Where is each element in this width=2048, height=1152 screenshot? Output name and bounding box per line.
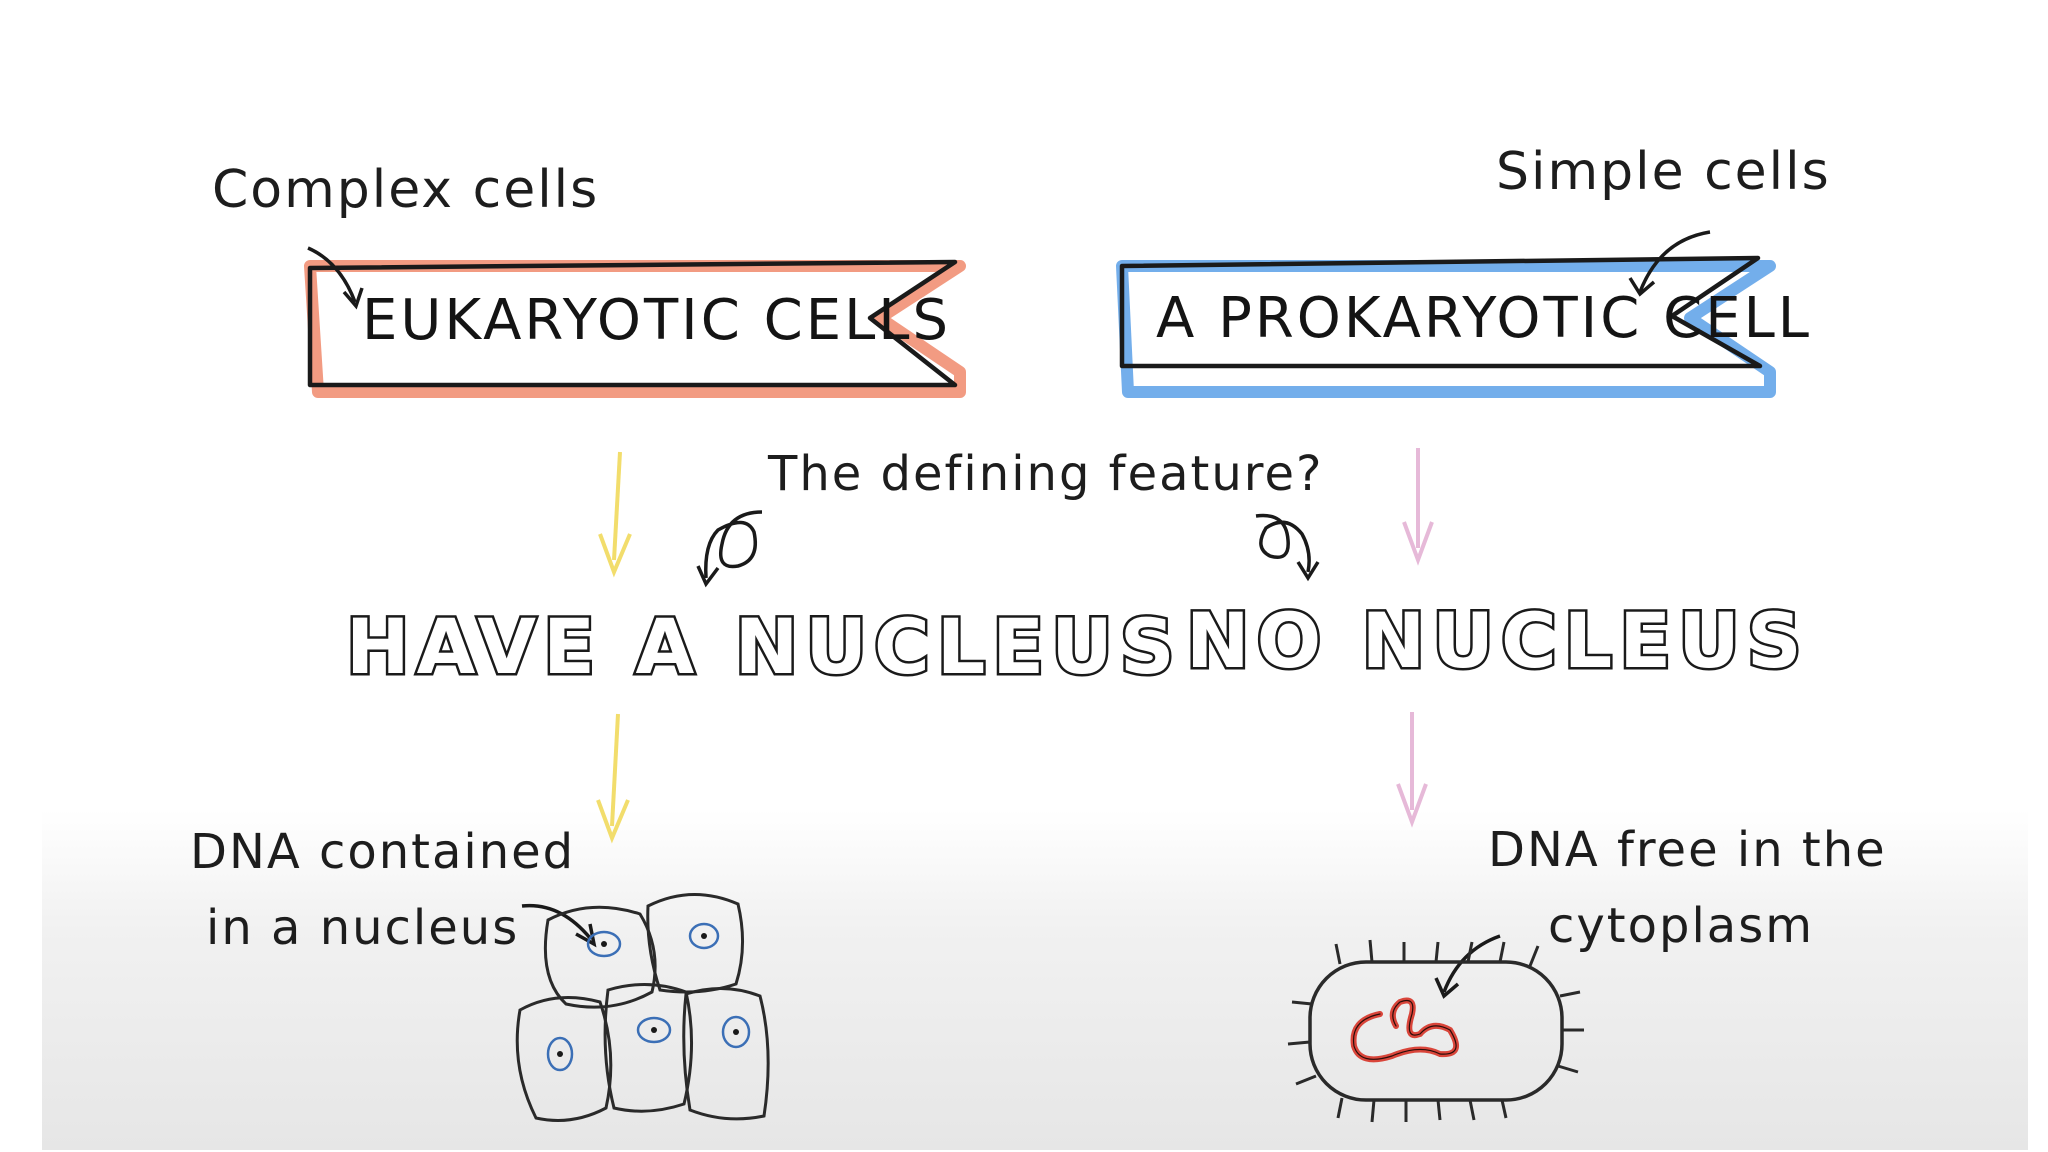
eukaryote-caption-line2: in a nucleus [206, 900, 520, 956]
eukaryotic-cell-cluster [515, 893, 770, 1122]
dna-strand [1350, 997, 1460, 1063]
prokaryote-caption-line1: DNA free in the [1488, 822, 1887, 878]
simple-cells-pointer-arrow [1638, 230, 1711, 293]
left-down-arrow-1 [598, 451, 632, 578]
have-nucleus-heading: HAVE A NUCLEUS [344, 600, 1182, 694]
eukaryotic-banner [304, 259, 966, 398]
eukaryotic-banner-label: EUKARYOTIC CELLS [362, 288, 952, 353]
right-down-arrow-2 [1396, 712, 1428, 828]
complex-cells-note: Complex cells [212, 160, 600, 220]
cytoplasm-pointer-arrow [1442, 934, 1501, 993]
right-down-arrow-1 [1402, 448, 1434, 566]
defining-feature-question: The defining feature? [768, 446, 1324, 502]
bottom-margin [0, 1150, 2048, 1152]
prokaryotic-banner-label: A PROKARYOTIC CELL [1156, 286, 1812, 351]
left-down-arrow-2 [596, 713, 630, 844]
prokaryotic-cell [1287, 939, 1584, 1123]
left-margin [0, 0, 42, 1152]
eukaryote-caption-line1: DNA contained [190, 824, 576, 880]
question-left-curl-arrow [704, 510, 763, 579]
nucleus-group [546, 922, 751, 1072]
nucleus-pointer-arrow [521, 903, 592, 940]
right-margin [2028, 0, 2048, 1152]
simple-cells-note: Simple cells [1496, 142, 1831, 202]
complex-cells-pointer-arrow [307, 246, 357, 303]
no-nucleus-heading: NO NUCLEUS [1184, 594, 1809, 688]
prokaryotic-banner [1116, 255, 1776, 398]
question-right-curl-arrow [1255, 513, 1311, 573]
prokaryote-caption-line2: cytoplasm [1548, 898, 1814, 954]
